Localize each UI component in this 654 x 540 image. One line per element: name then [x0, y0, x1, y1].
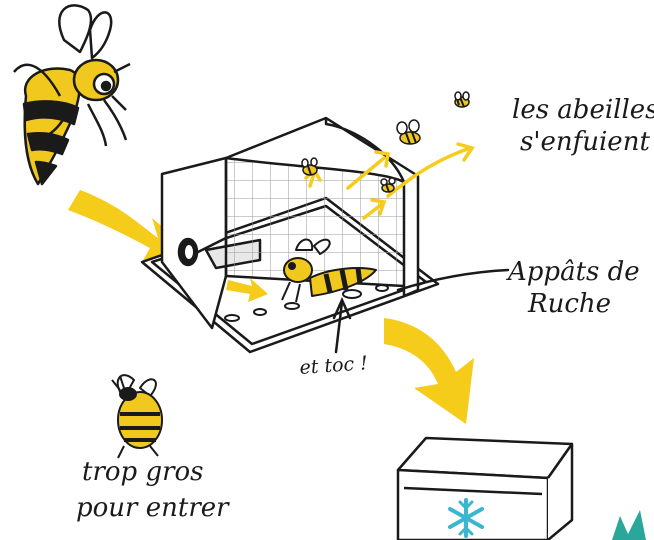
- freezer-icon: [398, 438, 572, 540]
- bee-small-icon: [397, 120, 420, 144]
- corner-decoration: [612, 510, 646, 540]
- bee-small-icon: [302, 158, 317, 175]
- too-big-label-line1: trop gros: [82, 457, 204, 487]
- bait-label-line2: Ruche: [527, 289, 611, 319]
- trap-box: [142, 118, 438, 352]
- bait-label-line1: Appâts de: [506, 257, 640, 287]
- bumblebee-icon: [112, 375, 162, 458]
- hornet-large-icon: [14, 5, 130, 184]
- too-big-label-line2: pour entrer: [76, 493, 230, 523]
- bees-escape-label-line2: s'enfuient: [520, 127, 650, 157]
- freezer-arrow: [384, 318, 474, 424]
- bees-escape-label-line1: les abeilles: [512, 95, 654, 125]
- bee-small-icon: [455, 92, 469, 107]
- trap-snap-label: et toc !: [299, 352, 369, 379]
